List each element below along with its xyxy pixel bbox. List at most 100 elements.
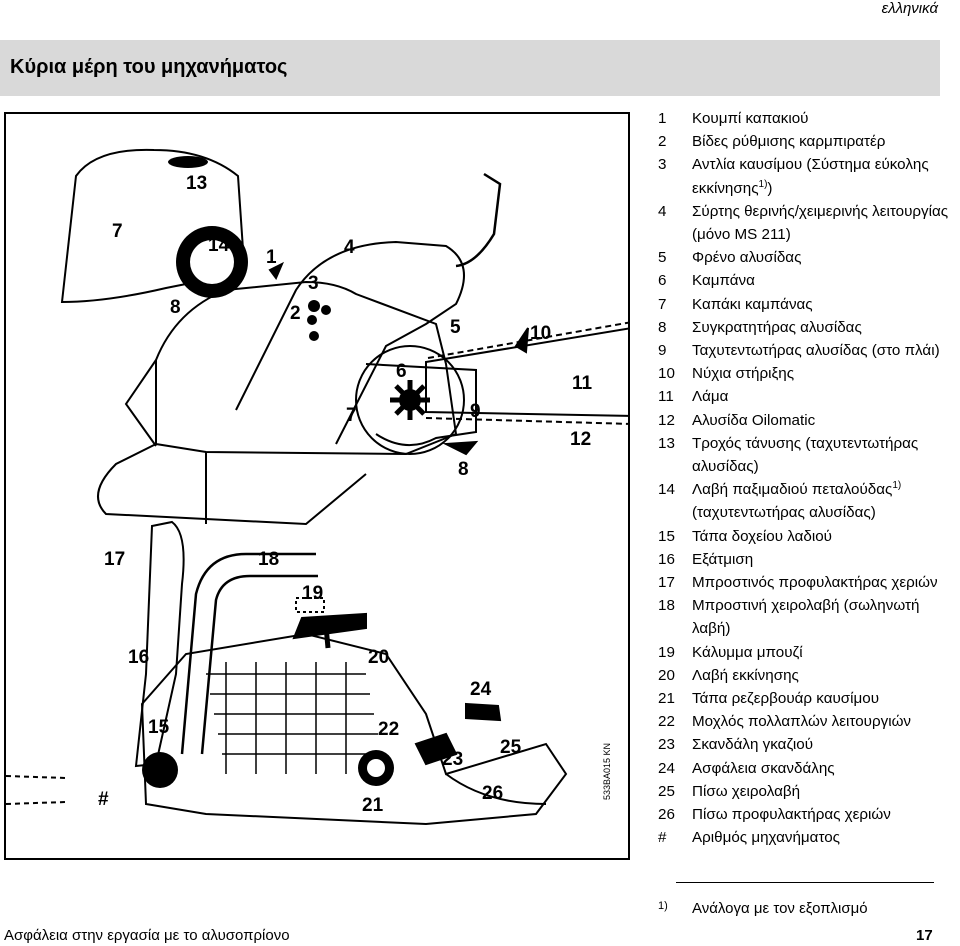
legend-text: Κουμπί καπακιού <box>692 107 960 130</box>
legend-text: Μπροστινός προφυλακτήρας χεριών <box>692 571 960 594</box>
legend-item: #Αριθμός μηχανήματος <box>658 826 960 849</box>
legend-text: Καπάκι καμπάνας <box>692 293 960 316</box>
legend-number: 11 <box>658 388 674 406</box>
legend-item: 8 Συγκρατητήρας αλυσίδας <box>658 316 960 339</box>
legend-number: 24 <box>658 759 675 777</box>
legend-text-main: Αριθμός μηχανήματος <box>692 829 840 847</box>
engine-housing <box>155 280 458 456</box>
legend-number: 10 <box>658 365 675 383</box>
legend-text: Τροχός τάνυσης (ταχυτεντωτήρας αλυσίδας) <box>692 432 960 478</box>
callout-19: 19 <box>302 583 324 604</box>
section-title: Κύρια μέρη του μηχανήματος <box>10 56 288 78</box>
legend-number: 15 <box>658 527 675 545</box>
legend-text-main: Κάλυμμα μπουζί <box>692 643 803 661</box>
callout-24: 24 <box>470 679 492 700</box>
footnote: 1) Ανάλογα με τον εξοπλισμό <box>658 900 868 917</box>
legend-number: 2 <box>658 133 667 151</box>
legend-number: 23 <box>658 736 675 754</box>
legend-item: 2 Βίδες ρύθμισης καρμπιρατέρ <box>658 130 960 153</box>
legend-text: Αντλία καυσίμου (Σύστημα εύκολης εκκίνησ… <box>692 153 960 199</box>
legend-text: Πίσω προφυλακτήρας χεριών <box>692 803 960 826</box>
legend-item: 14 Λαβή παξιμαδιού πεταλούδας1) (ταχυτεντ… <box>658 478 960 524</box>
callout-17: 17 <box>104 549 126 570</box>
callout-7: 7 <box>112 221 123 242</box>
page-number: 17 <box>916 927 933 944</box>
legend-number: 7 <box>658 295 667 313</box>
legend-text-main: Κουμπί καπακιού <box>692 110 809 127</box>
legend-text: Καμπάνα <box>692 269 960 292</box>
footnote-ref: 1) <box>892 480 902 492</box>
callout-1: 1 <box>266 247 277 268</box>
legend-item: 25 Πίσω χειρολαβή <box>658 780 960 803</box>
legend-text-main: Αλυσίδα Oilomatic <box>692 411 816 429</box>
legend-text-main: Τάπα ρεζερβουάρ καυσίμου <box>692 690 880 708</box>
legend-text-main: Νύχια στήριξης <box>692 365 795 383</box>
legend-text-main: Πίσω προφυλακτήρας χεριών <box>692 806 891 824</box>
legend-text: Ταχυτεντωτήρας αλυσίδας (στο πλάι) <box>692 339 960 362</box>
legend-number: 6 <box>658 272 667 290</box>
legend-text: Σκανδάλη γκαζιού <box>692 733 960 756</box>
legend-item: 23 Σκανδάλη γκαζιού <box>658 733 960 756</box>
legend-number: 20 <box>658 666 675 684</box>
footnote-rule <box>676 882 934 883</box>
callout-15: 15 <box>148 717 170 738</box>
callout-4: 4 <box>344 237 355 258</box>
legend-item: 10 Νύχια στήριξης <box>658 362 960 385</box>
callout-13: 13 <box>186 173 208 194</box>
legend-text: Πίσω χειρολαβή <box>692 780 960 803</box>
callout-7-cover: 7 <box>346 405 357 426</box>
legend-number: 5 <box>658 249 667 267</box>
legend-text: Αριθμός μηχανήματος <box>692 826 960 849</box>
legend-text: Τάπα ρεζερβουάρ καυσίμου <box>692 687 960 710</box>
legend-text: Λαβή παξιμαδιού πεταλούδας1) (ταχυτεντωτ… <box>692 478 960 524</box>
callout-22: 22 <box>378 719 400 740</box>
footnote-mark: 1) <box>658 900 668 912</box>
legend-text: Φρένο αλυσίδας <box>692 246 960 269</box>
legend-number: 26 <box>658 806 675 824</box>
legend-item: 24 Ασφάλεια σκανδάλης <box>658 757 960 780</box>
oil-cap <box>142 752 178 788</box>
legend-item: 17 Μπροστινός προφυλακτήρας χεριών <box>658 571 960 594</box>
legend-number: 14 <box>658 481 675 499</box>
callout-25: 25 <box>500 737 522 758</box>
footnote-text: Ανάλογα με τον εξοπλισμό <box>692 900 868 917</box>
guide-bar <box>425 327 628 417</box>
legend-text: Λάμα <box>692 385 960 408</box>
callout-9: 9 <box>470 401 481 422</box>
legend-number: 22 <box>658 713 675 731</box>
vent-grid <box>206 662 382 774</box>
legend-text-main: Βίδες ρύθμισης καρμπιρατέρ <box>692 133 886 151</box>
legend-text-main: Συγκρατητήρας αλυσίδας <box>692 318 862 336</box>
legend-item: 6 Καμπάνα <box>658 269 960 292</box>
legend-number: 8 <box>658 318 667 336</box>
legend-text-main: Ασφάλεια σκανδάλης <box>692 759 835 777</box>
cover-clamp <box>60 148 246 304</box>
callout-18: 18 <box>258 549 280 570</box>
legend-text-tail: (ταχυτεντωτήρας αλυσίδας) <box>692 504 876 522</box>
legend-text-tail: ) <box>767 179 773 197</box>
callout-6: 6 <box>396 361 407 382</box>
legend-text-main: Πίσω χειρολαβή <box>692 782 801 800</box>
legend-text: Βίδες ρύθμισης καρμπιρατέρ <box>692 130 960 153</box>
callout-2: 2 <box>290 303 301 324</box>
legend-number: 25 <box>658 782 675 800</box>
legend-text-main: Σκανδάλη γκαζιού <box>692 736 813 754</box>
callout-11: 11 <box>572 373 593 394</box>
chainsaw-figure: 13 7 14 1 4 3 8 2 5 10 6 11 7 9 12 8 17 … <box>4 112 630 860</box>
callout-23: 23 <box>442 749 464 770</box>
legend-text: Αλυσίδα Oilomatic <box>692 409 960 432</box>
legend-item: 7 Καπάκι καμπάνας <box>658 293 960 316</box>
callout-14: 14 <box>208 235 230 256</box>
legend-number: 17 <box>658 574 675 592</box>
legend-number: 18 <box>658 597 675 615</box>
legend-text: Νύχια στήριξης <box>692 362 960 385</box>
legend-number: 1 <box>658 110 667 127</box>
legend-number: 19 <box>658 643 675 661</box>
callout-16: 16 <box>128 647 150 668</box>
